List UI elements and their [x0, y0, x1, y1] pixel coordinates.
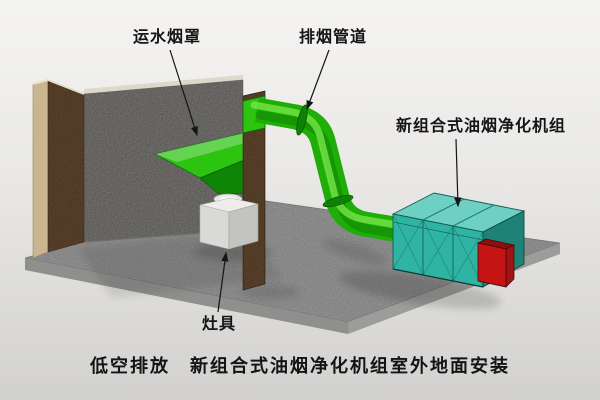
unit-panel-braces	[392, 213, 484, 288]
unit-label: 新组合式油烟净化机组	[396, 116, 567, 135]
unit-front-rail	[392, 221, 484, 241]
stove-side	[228, 203, 259, 250]
left-wall-edge-face	[32, 79, 49, 259]
pipe-flange-lower	[322, 194, 354, 208]
unit-shadow	[338, 271, 502, 309]
unit-arrow	[454, 138, 462, 208]
back-wall-texture	[84, 80, 243, 242]
stove	[199, 193, 259, 250]
stove-label: 灶具	[202, 314, 237, 333]
bottom-caption: 低空排放 新组合式油烟净化机组室外地面安装	[90, 356, 510, 377]
exhaust-pipe	[250, 97, 408, 243]
hood-arrow	[169, 49, 198, 137]
hood-highlight	[155, 131, 252, 162]
left-wall-top-edge	[32, 78, 85, 95]
alarm-box-side	[505, 244, 515, 288]
pipe-flange-upper	[296, 104, 308, 136]
back-wall-top-cap	[84, 75, 243, 94]
back-wall	[83, 75, 244, 243]
alarm-box-front	[477, 242, 507, 288]
unit-top-seam-2	[452, 204, 495, 227]
column-shadow	[240, 285, 300, 299]
unit-base-line	[392, 268, 484, 288]
pipe-arrow	[306, 49, 330, 111]
left-wall	[32, 78, 85, 259]
left-wall-texture	[48, 80, 84, 252]
stove-arrow	[217, 251, 229, 313]
pipe-label: 排烟管道	[299, 27, 368, 46]
callout-arrows	[169, 49, 462, 313]
stove-front	[199, 204, 230, 250]
purifier-unit	[391, 192, 526, 288]
hood-label: 运水烟罩	[133, 27, 202, 46]
pipe-shadow	[321, 238, 389, 266]
